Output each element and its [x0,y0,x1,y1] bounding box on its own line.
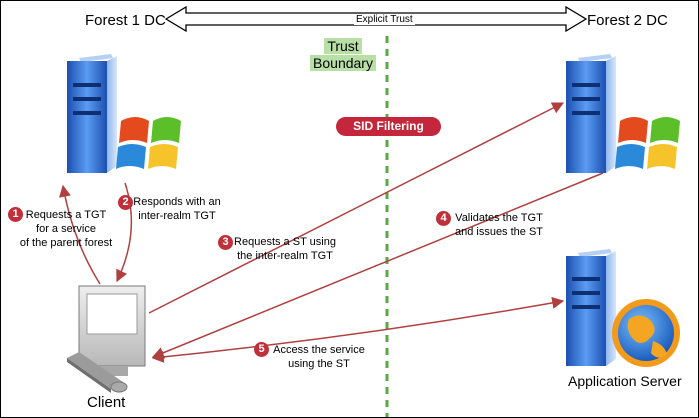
step-3-line: the inter-realm TGT [237,250,333,262]
windows-logo-icon [615,117,680,169]
step-badge: 3 [218,235,233,250]
app-server-label: Application Server [568,373,682,389]
forest2-dc-label: Forest 2 DC [587,12,668,29]
server-icon [566,249,616,366]
step-1-line: for a service [36,223,96,235]
step-1-label: Requests a TGT for a service of the pare… [10,208,122,250]
step-5-line: Access the service [273,344,365,356]
step-4-line: Validates the TGT [455,212,543,224]
step-badge: 5 [254,342,269,357]
step-badge: 1 [8,207,23,222]
server-icon [566,54,616,173]
step-2-line: inter-realm TGT [138,210,216,222]
step-3-line: Requests a ST using [234,236,336,248]
step-4-line: and issues the ST [454,226,544,238]
step-2-label: Responds with an inter-realm TGT [127,195,227,223]
step-3-label: Requests a ST using the inter-realm TGT [225,235,345,263]
arrow-step-2 [116,182,133,283]
windows-logo-icon [116,117,181,169]
client-label: Client [87,394,126,411]
sid-filtering-badge: SID Filtering [336,117,441,136]
message-arrows [59,102,604,363]
trust-boundary-line2: Boundary [310,55,376,71]
arrow-step-1 [59,184,101,285]
explicit-trust-label: Explicit Trust [354,14,415,25]
arrow-step-5 [151,296,565,363]
step-badge: 4 [436,211,451,226]
arrow-step-3 [148,102,565,314]
step-badge: 2 [118,195,133,210]
server-icon [67,54,117,173]
globe-icon [612,299,680,367]
trust-boundary-line1: Trust [324,38,362,54]
step-1-line: of the parent forest [19,237,113,249]
forest1-dc-label: Forest 1 DC [85,12,166,29]
step-4-label: Validates the TGT and issues the ST [447,211,551,239]
computer-icon [67,285,146,393]
trust-boundary-label: Trust Boundary [305,38,381,72]
step-5-line: using the ST [288,358,350,370]
step-2-line: Responds with an [133,196,221,208]
step-1-line: Requests a TGT [25,209,107,221]
step-5-label: Access the service using the ST [263,343,375,371]
